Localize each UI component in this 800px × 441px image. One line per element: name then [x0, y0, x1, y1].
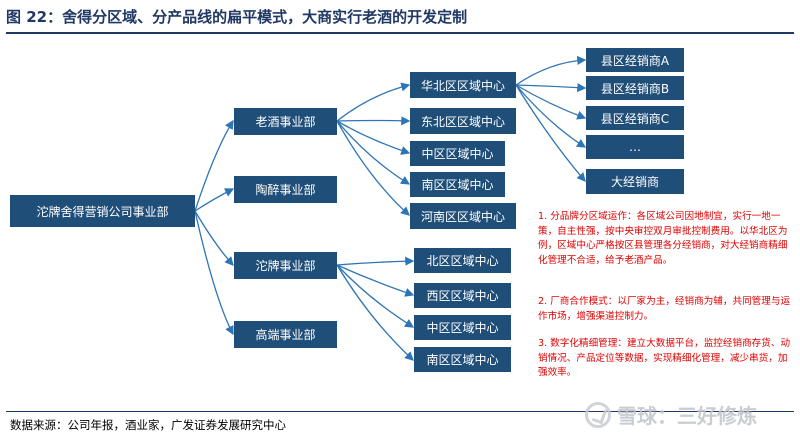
connector-huabei-big-dealer — [515, 84, 586, 182]
connector-root-tuopai — [194, 210, 234, 266]
division-taozui: 陶醉事业部 — [234, 176, 337, 203]
dealer-c: 县区经销商C — [586, 106, 684, 130]
connector-tuopai-nanqu — [336, 264, 414, 361]
note-2: 2. 厂商合作模式：以厂家为主，经销商为辅，共同管理与运作市场，增强渠道控制力。 — [538, 296, 791, 322]
connector-laojiu-huabei — [336, 82, 411, 122]
division-gaoduan: 高端事业部 — [234, 321, 337, 348]
snowball-logo-icon — [585, 401, 611, 428]
division-laojiu: 老酒事业部 — [234, 108, 337, 135]
connector-laojiu-zhongqu — [336, 120, 411, 155]
dealer-b: 县区经销商B — [586, 76, 684, 100]
region-henan: 河南区区域中心 — [410, 203, 516, 229]
source-text: 数据来源：公司年报，酒业家，广发证券发展研究中心 — [10, 418, 286, 432]
big-dealer: 大经销商 — [586, 169, 684, 194]
region-xiqu: 西区区域中心 — [414, 283, 511, 308]
dealer-more: … — [586, 135, 684, 159]
region-zhongqu-tuopai: 中区区域中心 — [414, 315, 511, 340]
watermark: 雪球：三好修炼 — [585, 400, 757, 429]
root-node: 沱牌舍得营销公司事业部 — [10, 195, 195, 227]
connector-tuopai-zhongqu — [336, 264, 415, 328]
connector-huabei-dealer-a — [515, 55, 587, 86]
connector-tuopai-beiqu — [336, 256, 415, 266]
connector-laojiu-dongbei — [336, 116, 411, 126]
connector-laojiu-henan — [336, 120, 410, 216]
division-tuopai: 沱牌事业部 — [234, 252, 337, 279]
dealer-a: 县区经销商A — [586, 48, 684, 72]
connector-laojiu-nanqu — [336, 120, 411, 185]
connector-huabei-dealer-more — [515, 84, 587, 148]
connector-tuopai-xiqu — [336, 264, 415, 297]
connector-huabei-dealer-b — [515, 83, 587, 93]
source-rule — [6, 411, 794, 412]
figure-title: 图 22：舍得分区域、分产品线的扁平模式，大商实行老酒的开发定制 — [6, 8, 468, 26]
note-3: 3. 数字化精细管理：建立大数据平台，监控经销商存货、动销情况、产品定位等数据，… — [538, 338, 791, 378]
note-1: 1. 分品牌分区域运作：各区域公司因地制宜，实行一地一策，自主性强，按中央审控双… — [538, 211, 788, 266]
region-nanqu-tuopai: 南区区域中心 — [414, 347, 511, 372]
connector-root-taozui — [194, 188, 235, 212]
region-zhongqu-laojiu: 中区区域中心 — [410, 141, 505, 166]
region-nanqu-laojiu: 南区区域中心 — [410, 172, 505, 197]
region-huabei: 华北区区域中心 — [410, 72, 516, 98]
region-beiqu: 北区区域中心 — [414, 248, 511, 273]
connector-huabei-dealer-c — [515, 84, 587, 120]
connector-root-gaoduan — [194, 210, 234, 336]
title-rule — [6, 32, 794, 34]
connector-root-laojiu — [194, 119, 234, 212]
region-dongbei: 东北区区域中心 — [410, 108, 516, 134]
watermark-text: 雪球：三好修炼 — [617, 404, 757, 428]
